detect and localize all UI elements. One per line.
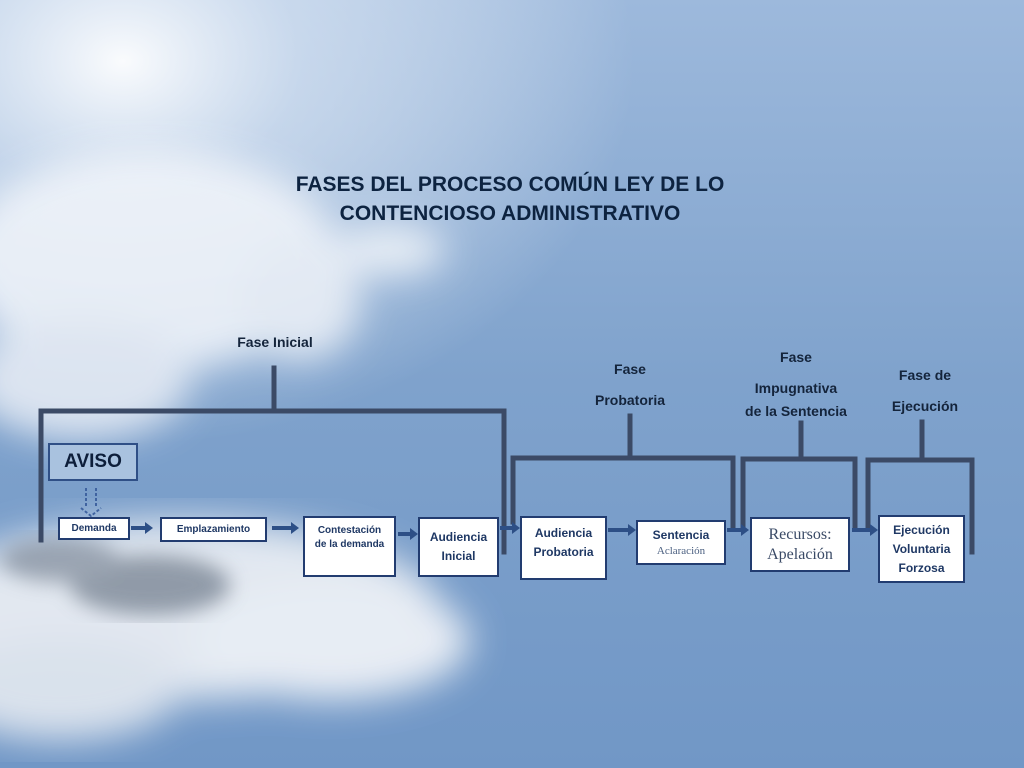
step-ejecucion: Ejecución Voluntaria Forzosa bbox=[878, 515, 965, 583]
phase-label-inicial: Fase Inicial bbox=[237, 334, 313, 350]
diagram-title: FASES DEL PROCESO COMÚN LEY DE LO CONTEN… bbox=[260, 170, 760, 228]
arrow-emplazamiento-contestacion bbox=[272, 522, 299, 534]
fase-ejecucion-bracket bbox=[865, 419, 975, 555]
title-line-2: CONTENCIOSO ADMINISTRATIVO bbox=[339, 202, 681, 225]
title-line-1: FASES DEL PROCESO COMÚN LEY DE LO bbox=[295, 173, 725, 196]
arrow-audiencia-inicial-probatoria bbox=[500, 522, 520, 534]
step-sentencia: Sentencia Aclaración bbox=[636, 520, 726, 565]
fase-probatoria-bracket bbox=[510, 413, 736, 531]
aviso-box: AVISO bbox=[48, 443, 138, 481]
aviso-dotted-arrow bbox=[80, 488, 102, 518]
step-audiencia-inicial: Audiencia Inicial bbox=[418, 517, 499, 577]
arrow-probatoria-sentencia bbox=[608, 524, 636, 536]
arrow-contestacion-audiencia bbox=[398, 528, 418, 540]
step-audiencia-probatoria: Audiencia Probatoria bbox=[520, 516, 607, 580]
fase-impugnativa-bracket bbox=[740, 420, 858, 529]
arrow-sentencia-recursos bbox=[727, 524, 749, 536]
step-recursos: Recursos: Apelación bbox=[750, 517, 850, 572]
phase-label-impugnativa: Fase Impugnativa de la Sentencia bbox=[745, 349, 847, 419]
arrow-recursos-ejecucion bbox=[852, 524, 878, 536]
phase-label-ejecucion: Fase de Ejecución bbox=[891, 367, 959, 414]
step-emplazamiento: Emplazamiento bbox=[160, 517, 267, 542]
step-contestacion: Contestación de la demanda bbox=[303, 516, 396, 577]
step-demanda: Demanda bbox=[58, 517, 130, 540]
phase-label-probatoria: Fase Probatoria bbox=[594, 361, 665, 408]
arrow-demanda-emplazamiento bbox=[131, 522, 153, 534]
